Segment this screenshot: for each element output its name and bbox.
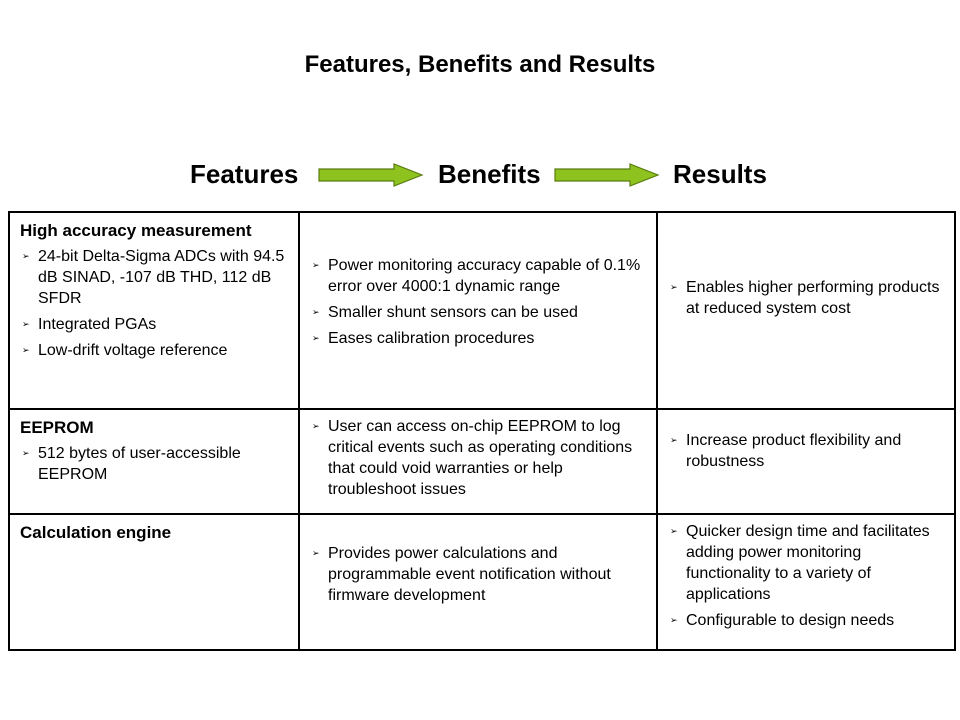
list-item: ➢Low-drift voltage reference — [22, 342, 228, 359]
arrow-right-icon — [554, 163, 660, 187]
benefits-list: ➢Power monitoring accuracy capable of 0.… — [310, 255, 646, 349]
benefits-list: ➢User can access on-chip EEPROM to log c… — [310, 416, 646, 500]
arrow-bullet-icon: ➢ — [312, 548, 320, 558]
arrow-bullet-icon: ➢ — [312, 260, 320, 270]
list-item: ➢Quicker design time and facilitates add… — [670, 523, 930, 603]
benefits-list: ➢Provides power calculations and program… — [310, 543, 646, 606]
results-list: ➢Enables higher performing products at r… — [668, 277, 944, 319]
flow-label-results: Results — [673, 159, 767, 189]
arrow-bullet-icon: ➢ — [22, 345, 30, 355]
list-item: ➢Provides power calculations and program… — [312, 545, 611, 604]
flow-header: Features Benefits Results — [0, 158, 960, 192]
arrow-bullet-icon: ➢ — [22, 319, 30, 329]
page-title: Features, Benefits and Results — [304, 51, 656, 78]
list-item: ➢Configurable to design needs — [670, 612, 895, 629]
list-item: ➢Power monitoring accuracy capable of 0.… — [312, 257, 641, 295]
list-item: ➢Smaller shunt sensors can be used — [312, 304, 578, 321]
list-item: ➢Enables higher performing products at r… — [670, 279, 940, 317]
results-list: ➢Increase product flexibility and robust… — [668, 430, 944, 472]
results-cell: ➢Quicker design time and facilitates add… — [656, 513, 956, 651]
table-row: Calculation engine ➢Provides power calcu… — [8, 513, 956, 651]
features-cell: Calculation engine — [8, 513, 300, 651]
row-heading: High accuracy measurement — [20, 221, 252, 240]
list-item: ➢24-bit Delta-Sigma ADCs with 94.5 dB SI… — [22, 248, 285, 307]
arrow-bullet-icon: ➢ — [670, 435, 678, 445]
list-item: ➢Integrated PGAs — [22, 316, 157, 333]
table-row: High accuracy measurement ➢24-bit Delta-… — [8, 211, 956, 410]
flow-label-benefits: Benefits — [438, 159, 541, 189]
results-list: ➢Quicker design time and facilitates add… — [668, 521, 944, 631]
list-item: ➢Eases calibration procedures — [312, 330, 535, 347]
results-cell: ➢Increase product flexibility and robust… — [656, 408, 956, 515]
table-row: EEPROM ➢512 bytes of user-accessible EEP… — [8, 408, 956, 515]
arrow-bullet-icon: ➢ — [670, 526, 678, 536]
features-list: ➢24-bit Delta-Sigma ADCs with 94.5 dB SI… — [20, 246, 288, 361]
benefits-cell: ➢User can access on-chip EEPROM to log c… — [298, 408, 658, 515]
arrow-bullet-icon: ➢ — [312, 421, 320, 431]
benefits-cell: ➢Provides power calculations and program… — [298, 513, 658, 651]
features-cell: High accuracy measurement ➢24-bit Delta-… — [8, 211, 300, 410]
arrow-bullet-icon: ➢ — [22, 251, 30, 261]
row-heading: EEPROM — [20, 418, 94, 437]
arrow-bullet-icon: ➢ — [312, 333, 320, 343]
benefits-cell: ➢Power monitoring accuracy capable of 0.… — [298, 211, 658, 410]
arrow-bullet-icon: ➢ — [670, 615, 678, 625]
arrow-bullet-icon: ➢ — [312, 307, 320, 317]
arrow-right-icon — [318, 163, 424, 187]
arrow-bullet-icon: ➢ — [670, 282, 678, 292]
list-item: ➢512 bytes of user-accessible EEPROM — [22, 445, 241, 483]
features-list: ➢512 bytes of user-accessible EEPROM — [20, 443, 288, 485]
arrow-bullet-icon: ➢ — [22, 448, 30, 458]
results-cell: ➢Enables higher performing products at r… — [656, 211, 956, 410]
flow-label-features: Features — [190, 159, 299, 189]
list-item: ➢User can access on-chip EEPROM to log c… — [312, 418, 633, 498]
features-benefits-results-table: High accuracy measurement ➢24-bit Delta-… — [8, 211, 956, 651]
features-cell: EEPROM ➢512 bytes of user-accessible EEP… — [8, 408, 300, 515]
list-item: ➢Increase product flexibility and robust… — [670, 432, 902, 470]
row-heading: Calculation engine — [20, 523, 172, 542]
